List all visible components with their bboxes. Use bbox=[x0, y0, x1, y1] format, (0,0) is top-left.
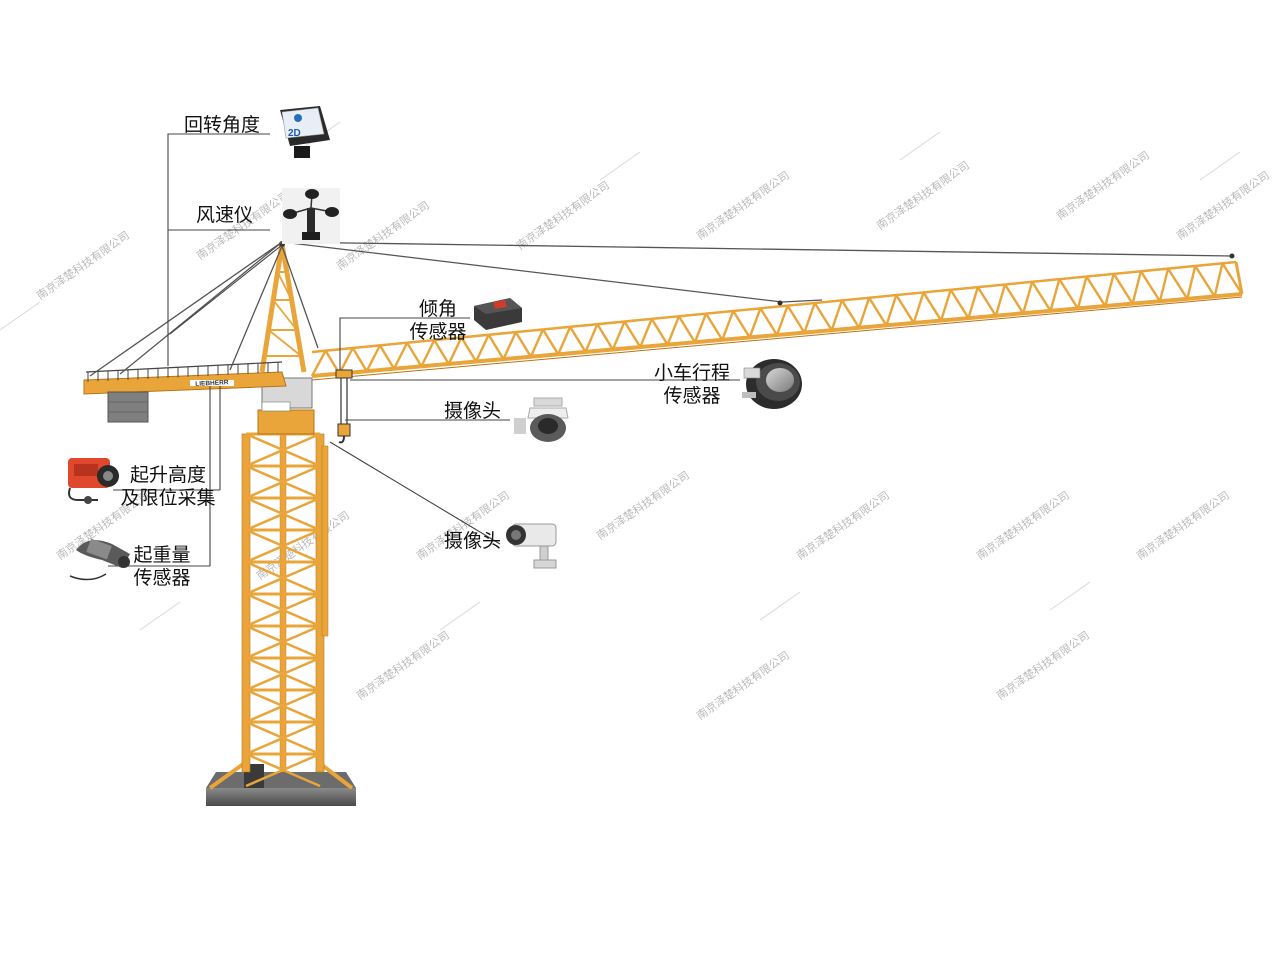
watermark-layer: 南京泽楚科技有限公司南京泽楚科技有限公司南京泽楚科技有限公司南京泽楚科技有限公司… bbox=[0, 121, 1272, 723]
bullet-camera-icon bbox=[506, 523, 557, 569]
watermark-text: 南京泽楚科技有限公司 bbox=[34, 228, 132, 303]
counter-jib bbox=[83, 371, 287, 395]
watermark-text: 南京泽楚科技有限公司 bbox=[994, 628, 1092, 703]
rotary-encoder-icon bbox=[742, 359, 802, 409]
watermark-text: 南京泽楚科技有限公司 bbox=[694, 168, 792, 243]
counterweight bbox=[107, 391, 149, 423]
camera-top-label: 摄像头 bbox=[444, 400, 502, 422]
watermark-text: 南京泽楚科技有限公司 bbox=[1174, 168, 1272, 243]
watermark-text: 南京泽楚科技有限公司 bbox=[354, 628, 452, 703]
watermark-text: 南京泽楚科技有限公司 bbox=[334, 198, 432, 273]
hoist-limiter-icon bbox=[68, 458, 119, 504]
crane-mast bbox=[241, 432, 329, 788]
anemometer-icon bbox=[282, 188, 340, 244]
tilt-sensor-label: 倾角 传感器 bbox=[398, 298, 478, 344]
hook-block bbox=[337, 423, 351, 437]
dome-camera-icon bbox=[514, 397, 569, 442]
crane-brand-text: LIEBHERR bbox=[195, 379, 229, 388]
camera-bottom-label: 摄像头 bbox=[444, 530, 502, 552]
watermark-text: 南京泽楚科技有限公司 bbox=[514, 178, 612, 253]
trolley-sensor-label-line1: 小车行程 bbox=[653, 362, 730, 384]
compass-sensor-icon: 2D bbox=[280, 106, 330, 158]
watermark-text: 南京泽楚科技有限公司 bbox=[874, 158, 972, 233]
load-sensor-label-line1: 起重量 bbox=[133, 544, 191, 566]
pendant-cables bbox=[89, 241, 1233, 377]
anemometer-label: 风速仪 bbox=[196, 204, 254, 226]
watermark-text: 南京泽楚科技有限公司 bbox=[794, 488, 892, 563]
watermark-text: 南京泽楚科技有限公司 bbox=[594, 468, 692, 543]
hook bbox=[338, 435, 345, 444]
slewing-angle-label: 回转角度 bbox=[184, 114, 261, 136]
watermark-text: 南京泽楚科技有限公司 bbox=[974, 488, 1072, 563]
tilt-sensor-icon bbox=[474, 298, 522, 330]
watermark-text: 南京泽楚科技有限公司 bbox=[1054, 148, 1152, 223]
hoist-height-label-line2: 及限位采集 bbox=[120, 487, 216, 509]
jib-truss bbox=[310, 260, 1244, 381]
trolley bbox=[335, 369, 353, 379]
load-sensor-label: 起重量 传感器 bbox=[120, 544, 204, 590]
load-cell-icon bbox=[69, 538, 130, 581]
crane-base-slab bbox=[206, 788, 356, 806]
crane-turntable bbox=[257, 409, 315, 435]
tower-crane: LIEBHERR bbox=[83, 241, 1244, 806]
hoist-height-label-line1: 起升高度 bbox=[129, 464, 206, 486]
crane-cathead bbox=[259, 241, 307, 373]
compass-module-text: 2D bbox=[288, 128, 301, 139]
hoist-height-label: 起升高度 及限位采集 bbox=[108, 464, 228, 510]
tilt-sensor-label-line2: 传感器 bbox=[409, 321, 467, 343]
trolley-sensor-label-line2: 传感器 bbox=[663, 385, 721, 407]
trolley-sensor-label: 小车行程 传感器 bbox=[642, 362, 742, 408]
tilt-sensor-label-line1: 倾角 bbox=[418, 298, 457, 320]
counter-jib-railing bbox=[85, 361, 283, 382]
watermark-text: 南京泽楚科技有限公司 bbox=[694, 648, 792, 723]
load-sensor-label-line2: 传感器 bbox=[133, 567, 191, 589]
watermark-text: 南京泽楚科技有限公司 bbox=[1134, 488, 1232, 563]
